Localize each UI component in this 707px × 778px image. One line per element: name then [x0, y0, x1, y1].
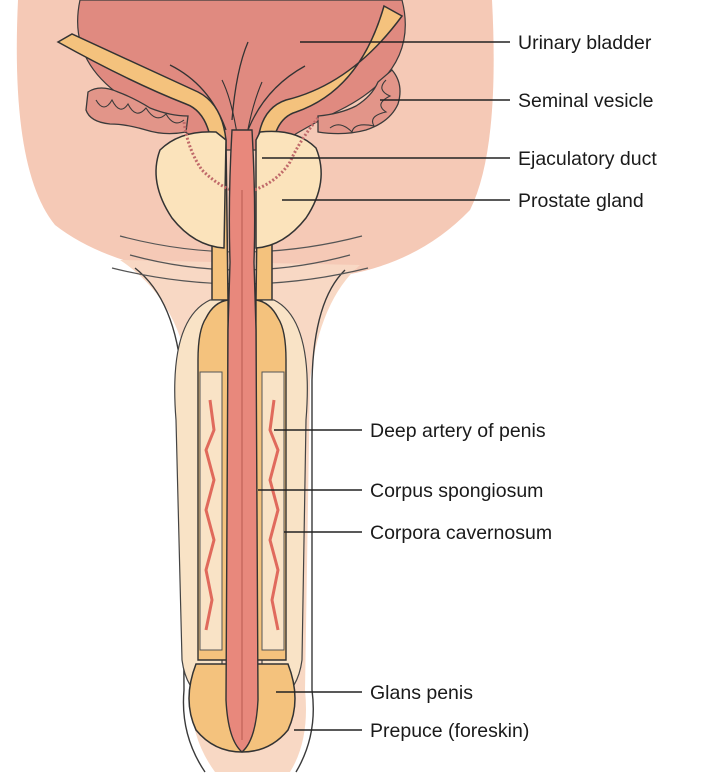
label-prostate-gland: Prostate gland	[518, 190, 644, 212]
label-prepuce: Prepuce (foreskin)	[370, 720, 529, 742]
label-glans-penis: Glans penis	[370, 682, 473, 704]
label-deep-artery: Deep artery of penis	[370, 420, 546, 442]
label-seminal-vesicle: Seminal vesicle	[518, 90, 653, 112]
label-corpora-cavernosum: Corpora cavernosum	[370, 522, 552, 544]
label-ejaculatory-duct: Ejaculatory duct	[518, 148, 657, 170]
label-urinary-bladder: Urinary bladder	[518, 32, 652, 54]
label-corpus-spongiosum: Corpus spongiosum	[370, 480, 543, 502]
